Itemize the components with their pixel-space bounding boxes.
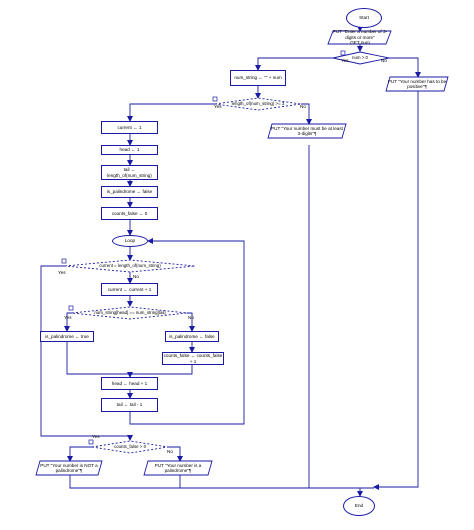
assign-palindrome-init: is_palindrome ← false: [101, 186, 158, 198]
decision-length: [214, 97, 302, 111]
yes-label: Yes: [64, 315, 72, 320]
connector: [127, 103, 215, 122]
yes-label: Yes: [341, 58, 349, 63]
assign-tail-init: tail ← length_of(num_string): [101, 165, 158, 180]
input-parallelogram: [327, 30, 392, 45]
connector: [301, 103, 312, 125]
decision-marker-icon: [68, 305, 74, 311]
yes-label: Yes: [92, 434, 100, 439]
cond-loop: current = length_of(num_string): [99, 263, 161, 268]
connector: [255, 57, 333, 71]
end-terminal: End: [343, 496, 375, 516]
connector: [389, 57, 421, 78]
connector: [64, 312, 72, 332]
cond-counts: counts_false > 0: [113, 444, 147, 449]
assign-counts-init: counts_false ← 0: [101, 207, 158, 220]
assign-counts-incr: counts_false ← counts_false + 1: [162, 352, 224, 365]
output-positive-parallelogram: [385, 76, 449, 92]
decision-num-positive: [332, 51, 390, 65]
output-length-parallelogram: [267, 123, 347, 139]
assign-palindrome-false: is_palindrome ← false: [165, 331, 219, 342]
decision-compare: [71, 306, 188, 320]
output-palindrome-parallelogram: [143, 460, 213, 476]
output-positive: PUT "Your number has to be positive"¶: [387, 78, 447, 89]
start-terminal: Start: [346, 8, 382, 28]
decision-marker-icon: [340, 50, 346, 56]
no-label: No: [133, 274, 139, 279]
decision-marker-icon: [88, 439, 94, 445]
input-get-num: PUT "Enter a number of 3-digits or more"…: [332, 29, 388, 46]
assign-num-string: num_string ← "" + num: [230, 70, 286, 86]
connector: [67, 446, 92, 462]
connector: [69, 475, 374, 489]
decision-marker-icon: [61, 258, 67, 264]
connector: [187, 312, 195, 332]
assign-tail-decr: tail ← tail - 1: [101, 398, 158, 412]
no-label: No: [300, 104, 306, 109]
output-palindrome: PUT "Your number is a palindrome"¶: [154, 462, 202, 473]
connector: [40, 265, 133, 441]
connector: [66, 342, 130, 375]
no-label: No: [381, 58, 387, 63]
assign-palindrome-true: is_palindrome ← true: [40, 331, 94, 342]
decision-counts: [91, 440, 169, 454]
no-label: No: [188, 315, 194, 320]
assign-current-init: current ← 1: [101, 121, 158, 134]
assign-current-incr: current ← current + 1: [101, 283, 158, 296]
no-label: No: [167, 449, 173, 454]
assign-head-incr: head ← head + 1: [101, 377, 158, 390]
connector: [129, 238, 245, 425]
output-length: PUT "Your number must be at least 3-digi…: [271, 125, 343, 136]
connector: [168, 446, 183, 462]
decision-marker-icon: [212, 96, 218, 102]
connector: [373, 91, 419, 490]
yes-label: Yes: [214, 104, 222, 109]
output-not-palindrome: PUT "Your number is NOT a palindrome"¶: [40, 462, 98, 473]
yes-label: Yes: [58, 270, 66, 275]
cond-num-positive: num > 0: [352, 55, 368, 60]
cond-compare: num_string[head] == num_string[tail]: [94, 310, 166, 315]
loop-node: Loop: [112, 235, 148, 247]
assign-head-init: head ← 1: [101, 145, 158, 155]
decision-loop: [64, 259, 196, 273]
cond-length: length_of(num_string) >= 3: [231, 101, 285, 106]
output-not-palindrome-parallelogram: [35, 460, 103, 476]
connector: [130, 365, 193, 375]
